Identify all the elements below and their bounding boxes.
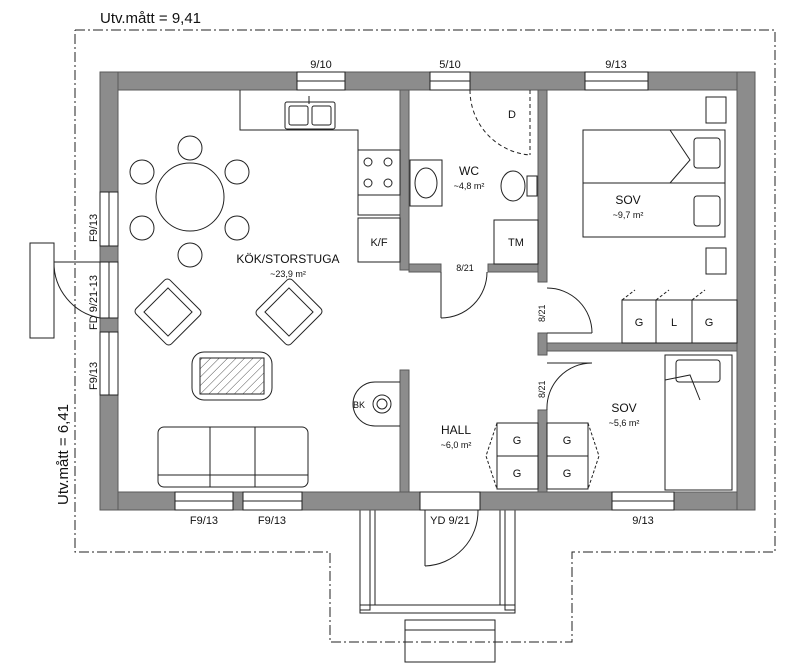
single-bed <box>664 354 733 491</box>
boiler <box>352 381 400 427</box>
wardrobe-label-2: L <box>671 317 677 329</box>
windows <box>99 71 675 511</box>
window-label-top-wc: 5/10 <box>439 59 460 71</box>
coffee-table <box>191 351 273 401</box>
door-swings <box>29 242 593 567</box>
hall-wardrobe-label-3: G <box>563 435 572 447</box>
door-label-sov2: 8/21 <box>537 380 547 398</box>
porch-outline <box>359 509 516 663</box>
boiler-label: BK <box>353 400 365 410</box>
armchairs <box>134 278 323 346</box>
wardrobe-sov1 <box>621 289 738 344</box>
room-area-sov2: ~5,6 m² <box>609 418 640 428</box>
window-label-left-upper: F9/13 <box>88 214 100 242</box>
window-label-bottom-1: F9/13 <box>190 515 218 527</box>
depth-dimension-label: Utv.mått = 6,41 <box>55 404 72 505</box>
hall-wardrobe-label-4: G <box>563 468 572 480</box>
width-dimension-label: Utv.mått = 9,41 <box>100 10 201 27</box>
shower-label: D <box>508 109 516 121</box>
wardrobe-label-3: G <box>705 317 714 329</box>
exterior-walls <box>99 71 756 511</box>
hall-wardrobe-label-1: G <box>513 435 522 447</box>
room-name-kitchen: KÖK/STORSTUGA <box>236 252 339 266</box>
sofa <box>157 426 309 488</box>
door-label-sov1: 8/21 <box>537 304 547 322</box>
room-area-kitchen: ~23,9 m² <box>270 269 306 279</box>
washer-label: TM <box>508 237 524 249</box>
window-label-bottom-2: F9/13 <box>258 515 286 527</box>
window-label-top-kitchen: 9/10 <box>310 59 331 71</box>
dining-table <box>129 135 250 268</box>
double-bed <box>582 96 727 275</box>
door-label-wc: 8/21 <box>456 263 474 273</box>
room-area-sov1: ~9,7 m² <box>613 210 644 220</box>
interior-walls <box>399 89 738 493</box>
room-name-wc: WC <box>459 164 479 178</box>
room-name-sov1: SOV <box>615 193 640 207</box>
hall-wardrobes <box>485 422 600 490</box>
room-area-wc: ~4,8 m² <box>454 181 485 191</box>
kitchen-counter <box>239 90 401 263</box>
fridge-label: K/F <box>370 237 387 249</box>
room-area-hall: ~6,0 m² <box>441 440 472 450</box>
room-name-sov2: SOV <box>611 401 636 415</box>
window-label-left-lower: F9/13 <box>88 362 100 390</box>
room-name-hall: HALL <box>441 423 471 437</box>
hall-wardrobe-label-2: G <box>513 468 522 480</box>
wc-fixtures <box>409 89 539 265</box>
wardrobe-label-1: G <box>635 317 644 329</box>
outer-boundary <box>74 29 776 643</box>
window-label-bottom-sov: 9/13 <box>632 515 653 527</box>
door-label-left: FD 9/21-13 <box>88 275 100 330</box>
entry-door-label: YD 9/21 <box>430 515 470 527</box>
window-label-top-sov: 9/13 <box>605 59 626 71</box>
